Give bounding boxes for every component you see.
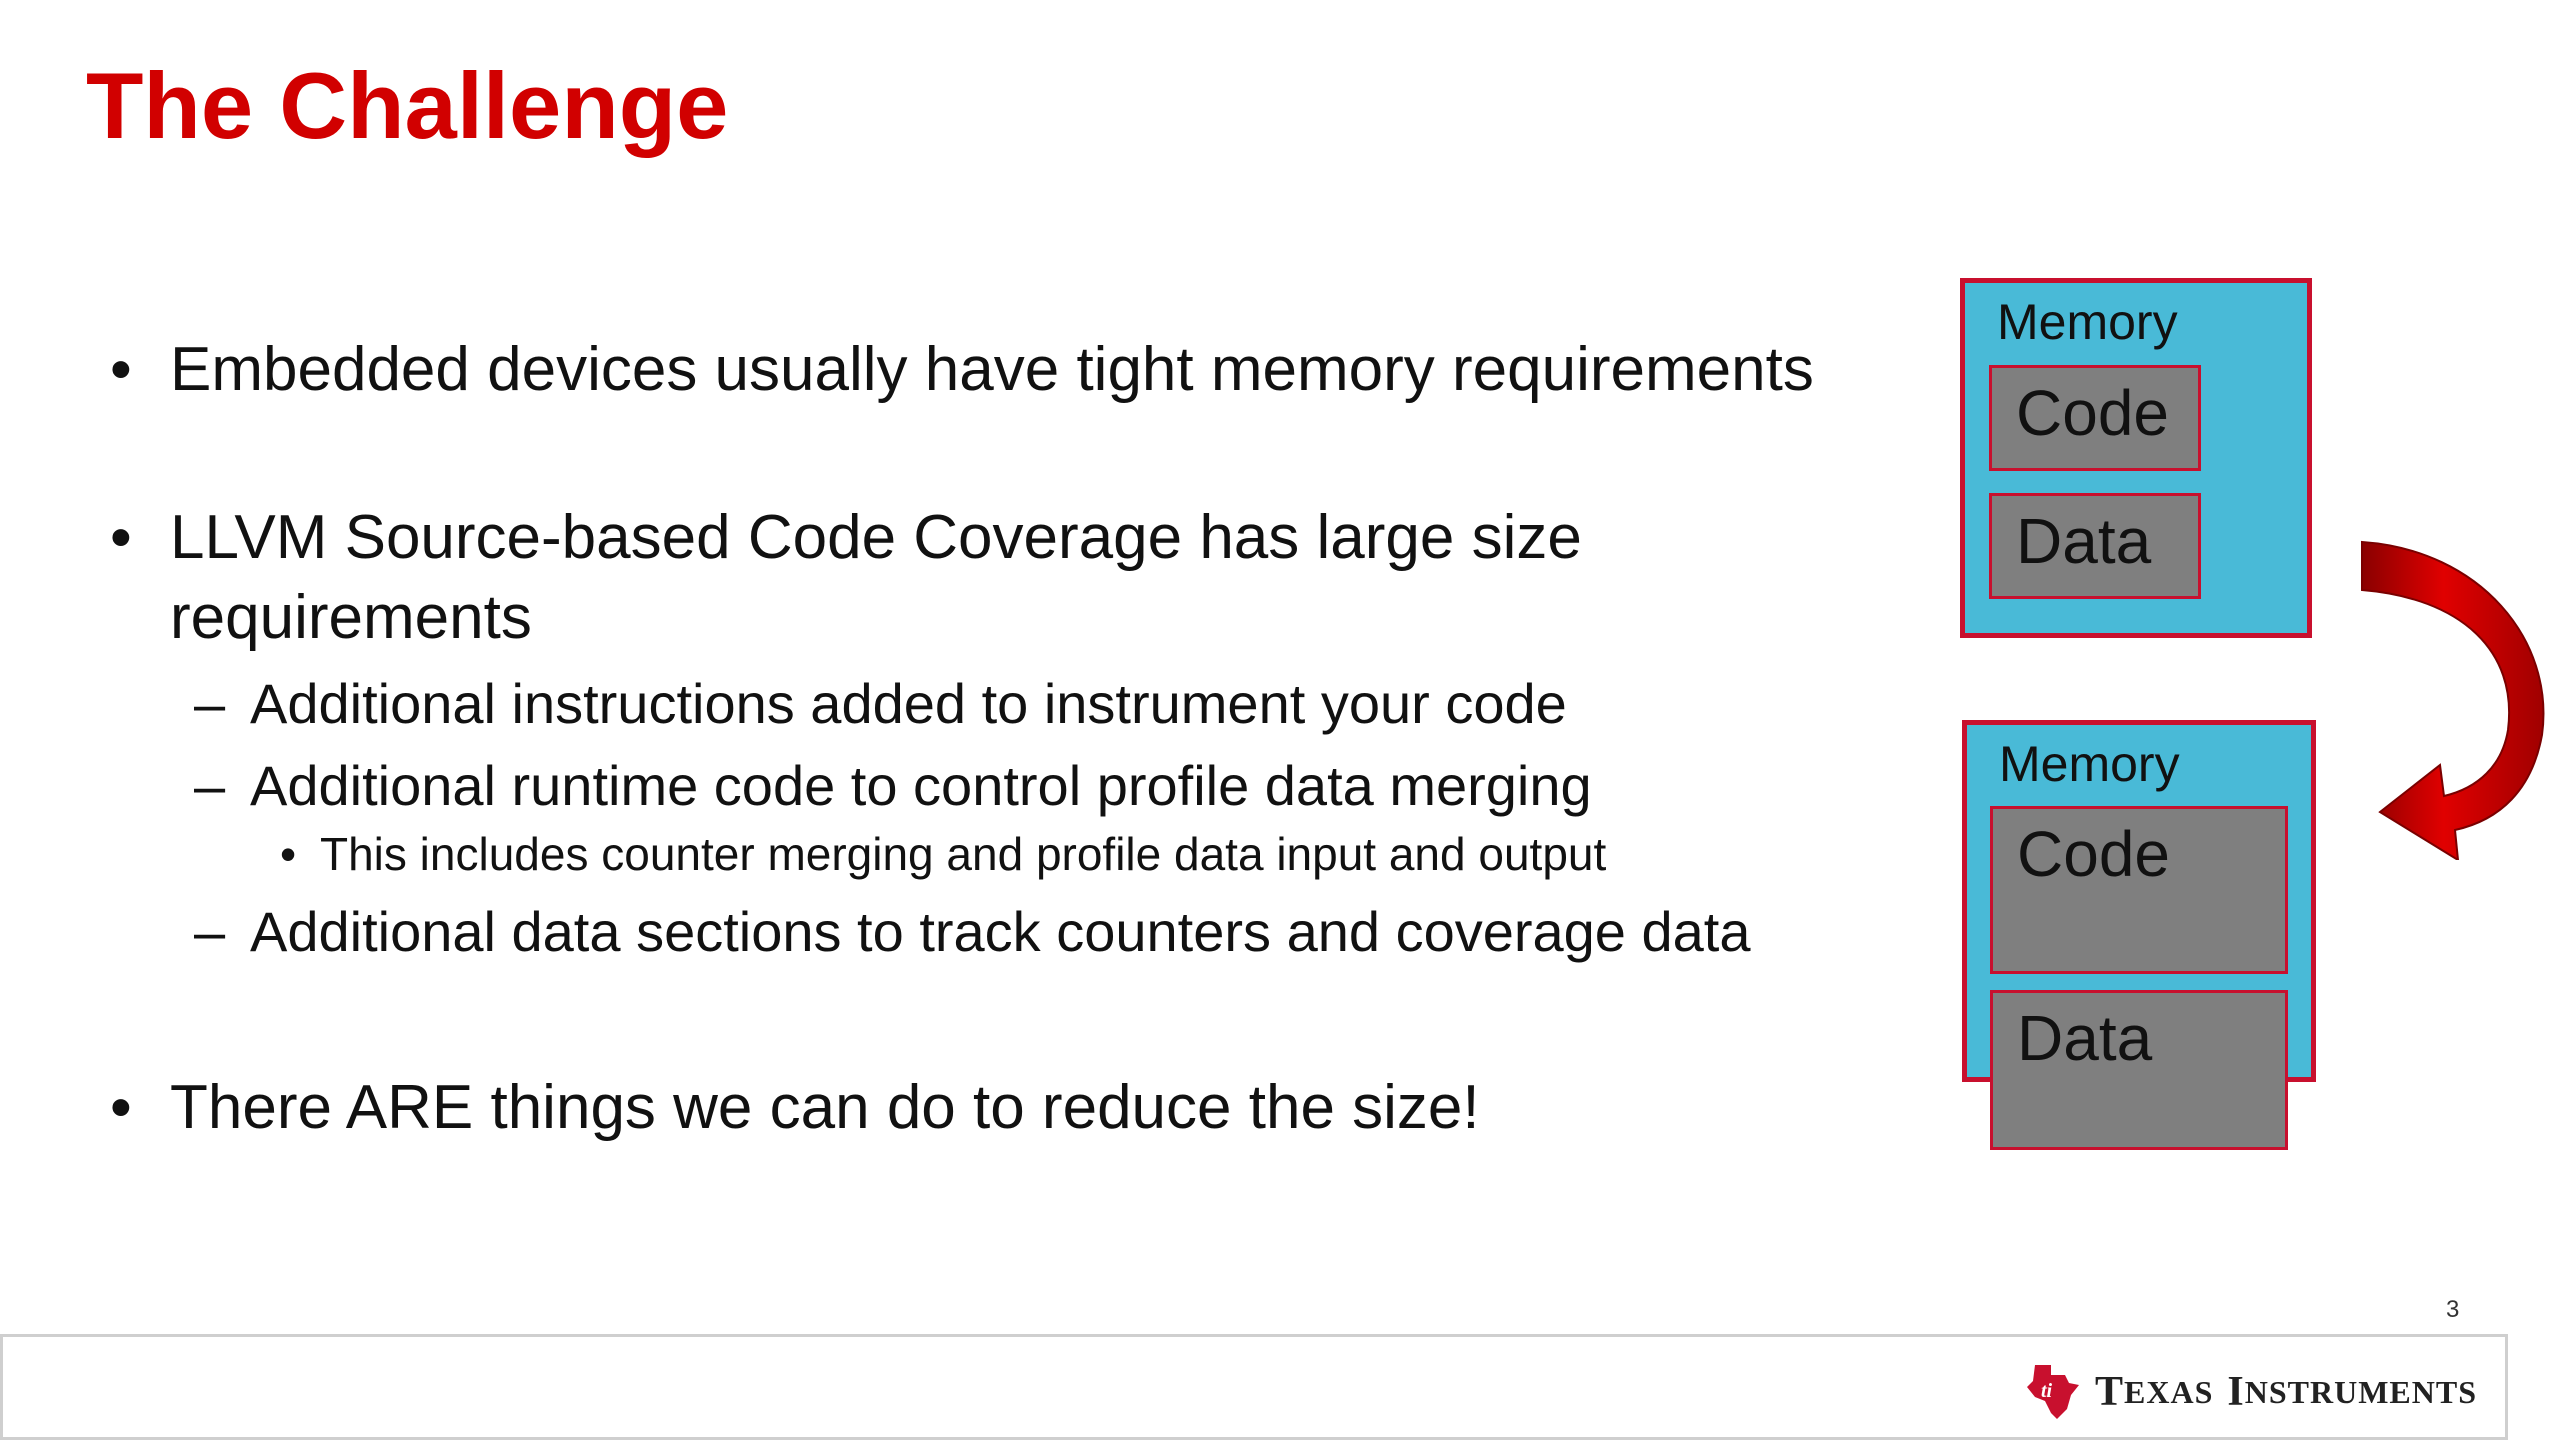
sub-sub-bullet-item: This includes counter merging and profil… bbox=[110, 822, 1910, 886]
bullet-item: There ARE things we can do to reduce the… bbox=[110, 1068, 1910, 1148]
slide-title: The Challenge bbox=[86, 53, 729, 158]
bullet-item: LLVM Source-based Code Coverage has larg… bbox=[110, 498, 1910, 658]
bullet-text: Embedded devices usually have tight memo… bbox=[170, 335, 1814, 404]
logo-letter: I bbox=[2227, 1369, 2245, 1415]
page-number: 3 bbox=[2446, 1296, 2460, 1323]
logo-word-part: EXAS bbox=[2124, 1373, 2214, 1410]
bullet-text: There ARE things we can do to reduce the… bbox=[170, 1073, 1480, 1142]
memory-box-before: Memory Code Data bbox=[1960, 278, 2312, 638]
sub-bullet-item: Additional data sections to track counte… bbox=[110, 896, 1910, 968]
data-label: Data bbox=[2016, 505, 2152, 577]
bullet-text-continued: requirements bbox=[170, 583, 532, 652]
curved-arrow-icon bbox=[2361, 540, 2545, 860]
bullet-list: Embedded devices usually have tight memo… bbox=[110, 330, 1910, 1148]
memory-label: Memory bbox=[1999, 736, 2180, 792]
code-block: Code bbox=[1989, 365, 2201, 471]
code-block-enlarged: Code bbox=[1990, 806, 2288, 974]
bullet-item: Embedded devices usually have tight memo… bbox=[110, 330, 1910, 410]
bullet-text: LLVM Source-based Code Coverage has larg… bbox=[170, 503, 1582, 572]
sub-bullet-text: Additional instructions added to instrum… bbox=[250, 672, 1567, 735]
code-label: Code bbox=[2016, 377, 2169, 449]
memory-label: Memory bbox=[1997, 294, 2178, 350]
svg-text:ti: ti bbox=[2041, 1380, 2053, 1402]
sub-bullet-text: Additional data sections to track counte… bbox=[250, 900, 1751, 963]
logo-word-part: NSTRUMENTS bbox=[2244, 1373, 2477, 1410]
data-label: Data bbox=[2017, 1002, 2153, 1074]
sub-bullet-text: Additional runtime code to control profi… bbox=[250, 754, 1592, 817]
texas-instruments-logo-icon: ti bbox=[2027, 1365, 2079, 1419]
sub-bullet-item: Additional instructions added to instrum… bbox=[110, 668, 1910, 740]
sub-bullet-item: Additional runtime code to control profi… bbox=[110, 750, 1910, 822]
data-block-enlarged: Data bbox=[1990, 990, 2288, 1150]
sub-sub-bullet-text: This includes counter merging and profil… bbox=[320, 828, 1607, 880]
logo-letter: T bbox=[2095, 1369, 2125, 1415]
data-block: Data bbox=[1989, 493, 2201, 599]
code-label: Code bbox=[2017, 818, 2170, 890]
